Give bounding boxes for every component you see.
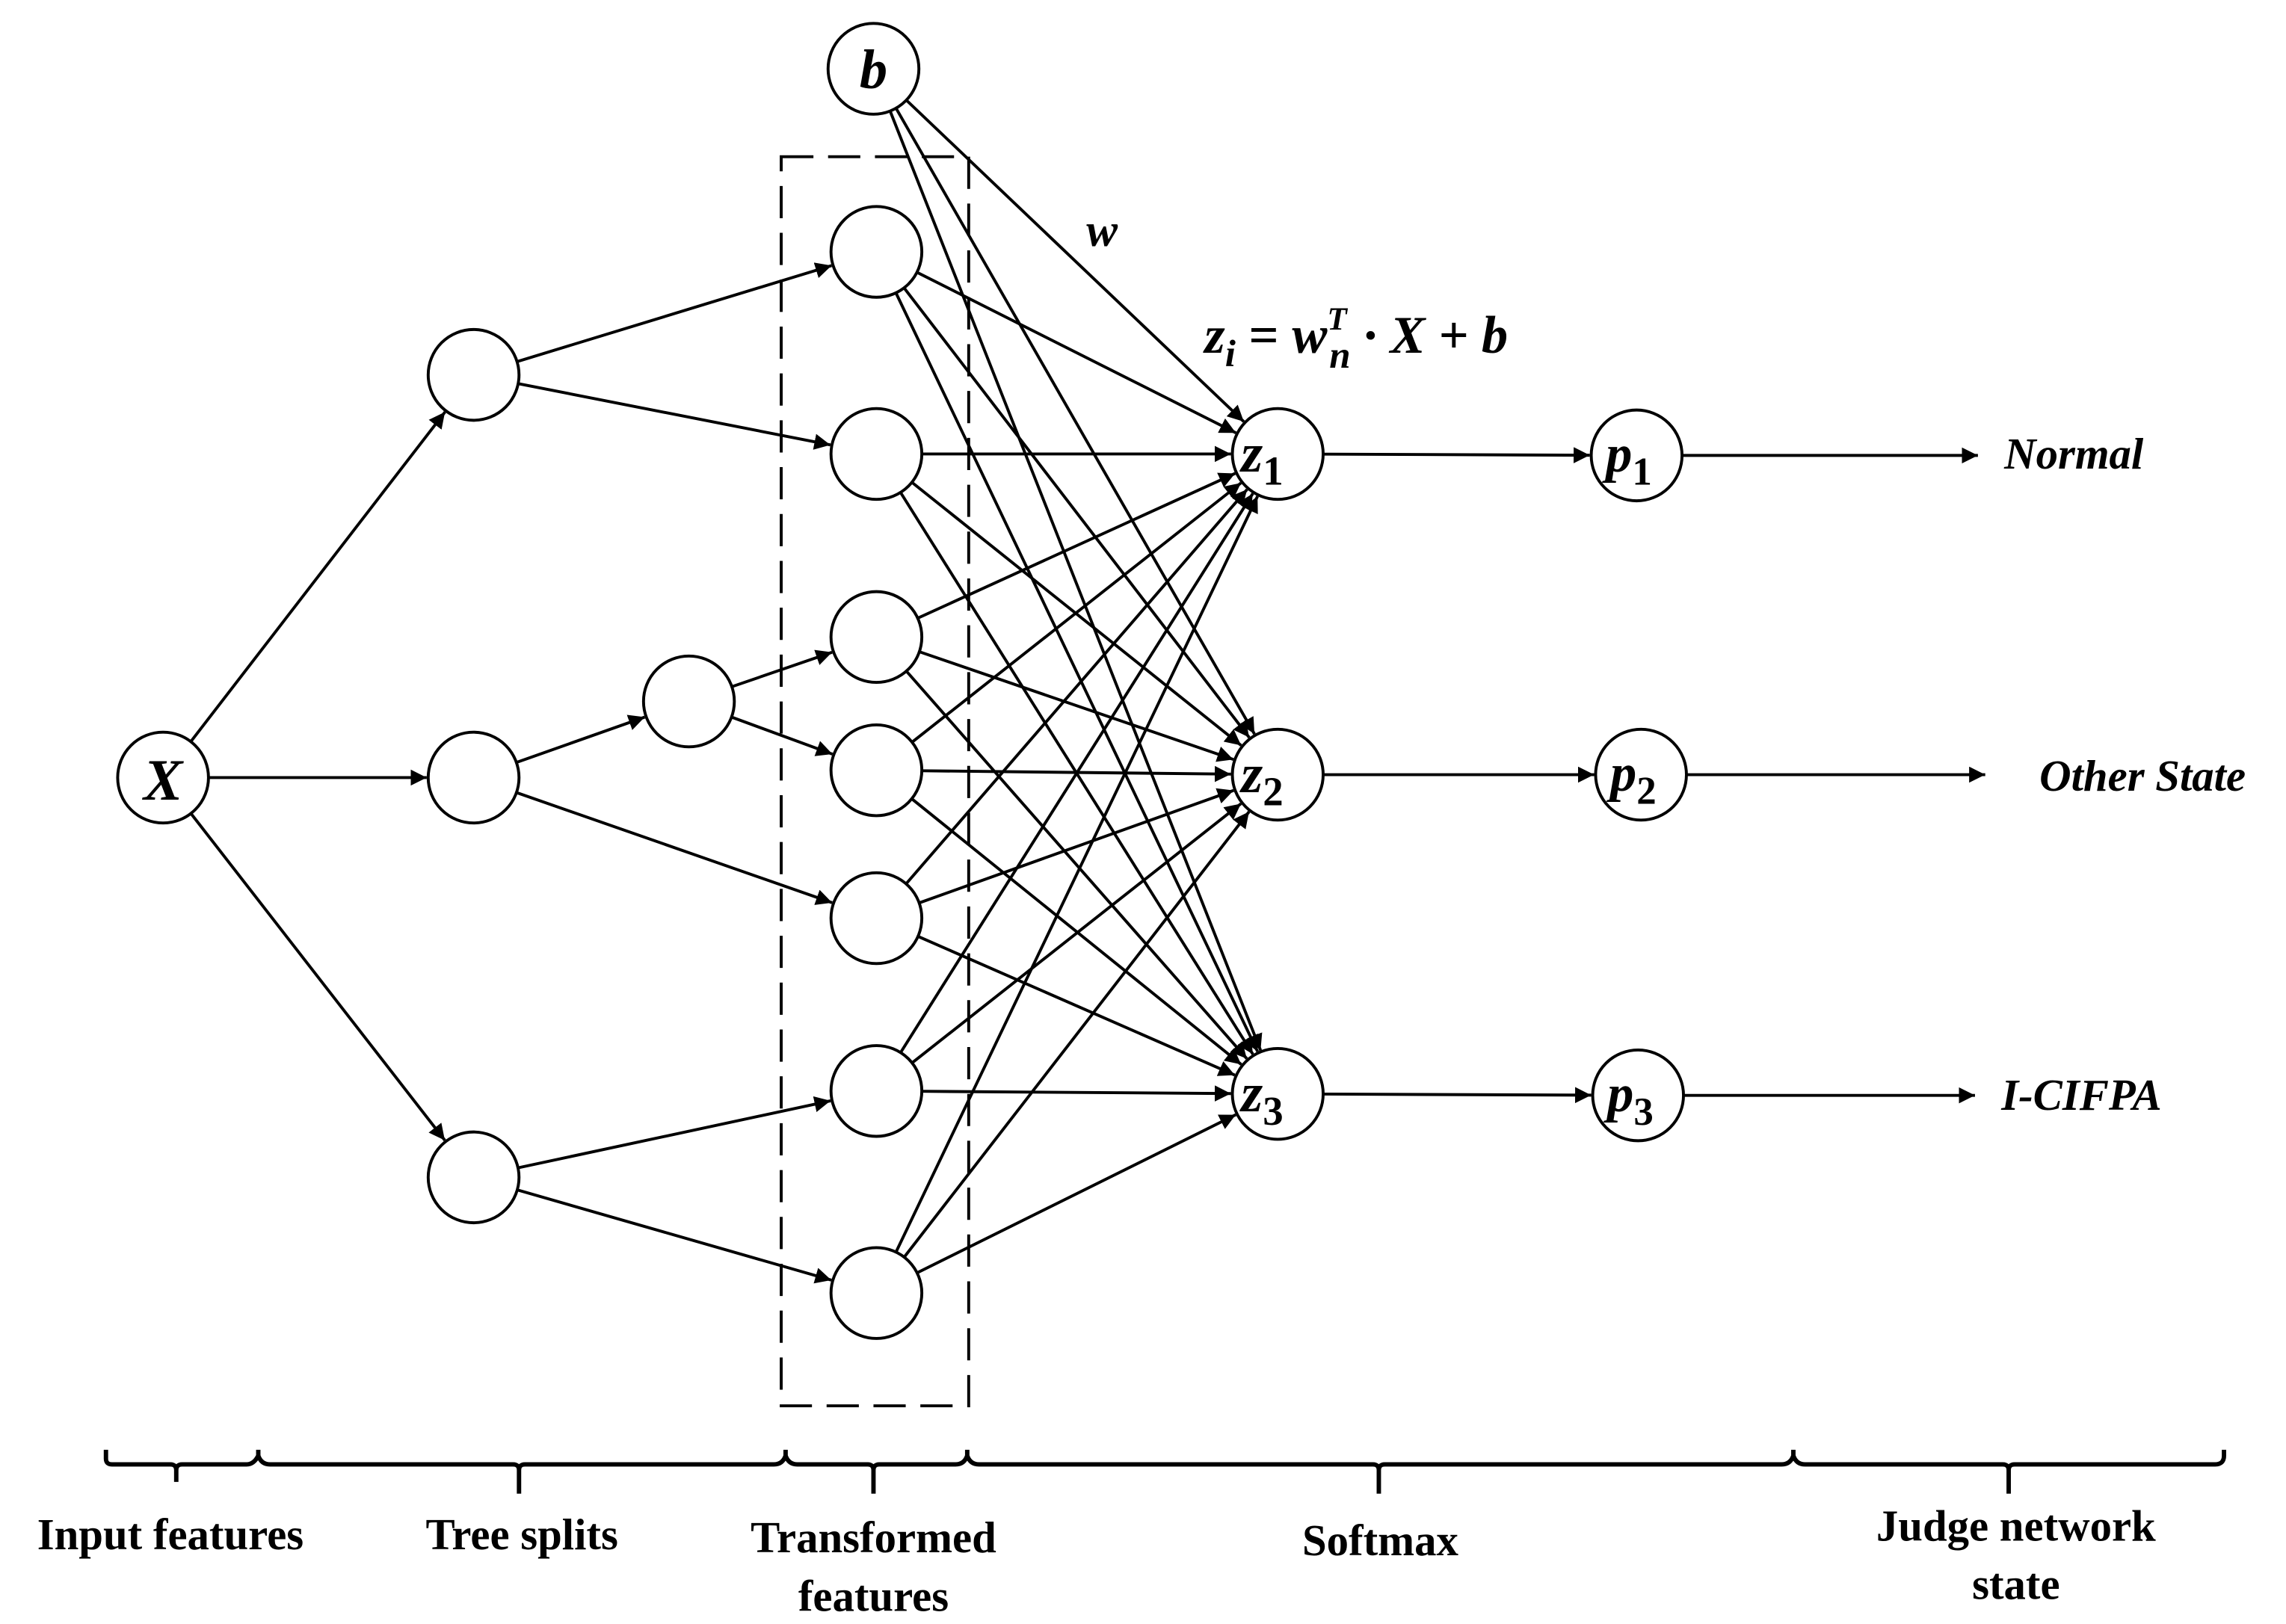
z2-base: z (1239, 744, 1263, 805)
svg-text:p3: p3 (1603, 1065, 1654, 1134)
input-node-label: X (142, 747, 184, 812)
edge-F5-Z1 (905, 488, 1248, 885)
z2-subscript: 2 (1263, 769, 1283, 815)
transformed-feature-node-6 (829, 1044, 924, 1138)
formula-z-subscript: i (1225, 333, 1236, 375)
svg-text:z3: z3 (1239, 1063, 1283, 1134)
edge-B-Z3 (888, 110, 1263, 1052)
edge-T4-F4 (730, 715, 834, 756)
edge-F1-Z1 (916, 271, 1237, 434)
tree-split-node-middle (426, 730, 521, 825)
z3-subscript: 3 (1263, 1088, 1283, 1134)
edge-B-Z2 (894, 107, 1256, 735)
stage-label-softmax: Softmax (1302, 1516, 1459, 1565)
edge-X-T3 (189, 812, 446, 1142)
stage-label-transformed-line1: Transformed (751, 1513, 996, 1562)
edge-F1-Z3 (894, 292, 1260, 1052)
p1-subscript: 1 (1632, 451, 1651, 494)
p3-subscript: 3 (1633, 1090, 1653, 1134)
formula-w: w (1292, 306, 1328, 365)
transformed-feature-node-7 (829, 1246, 924, 1340)
probability-node-p2: p2 (1594, 727, 1688, 822)
edge-F3-Z1 (916, 472, 1236, 620)
stage-label-judge-line2: state (1972, 1560, 2059, 1609)
z1-subscript: 1 (1263, 448, 1283, 494)
edge-T4-F3 (731, 649, 833, 688)
edge-X-T1 (189, 411, 446, 743)
tree-split-node-bottom (426, 1130, 521, 1225)
p2-base: p (1606, 744, 1636, 803)
edge-T2-F5 (516, 791, 833, 905)
edge-F1-Z2 (902, 287, 1251, 738)
z1-base: z (1239, 423, 1263, 484)
edge-F5-Z2 (918, 788, 1234, 904)
transformed-features-box (780, 155, 970, 1408)
edge-F6-Z3 (922, 1085, 1231, 1102)
edge-F4-Z1 (911, 481, 1242, 744)
p2-subscript: 2 (1636, 770, 1656, 813)
formula-w-superscript: T (1327, 302, 1348, 337)
output-label-i-cifpa: I-CIFPA (2000, 1071, 2161, 1120)
edge-F7-Z3 (916, 1113, 1236, 1274)
bias-node: b (826, 22, 921, 116)
svg-text:p1: p1 (1601, 425, 1652, 494)
stage-label-input-features: Input features (37, 1510, 304, 1559)
edge-T2-T4 (516, 714, 646, 765)
transformed-feature-node-4 (829, 723, 924, 818)
edge-F3-Z3 (905, 670, 1248, 1060)
stage-label-transformed-line2: features (798, 1572, 949, 1620)
softmax-node-z3: z3 (1230, 1046, 1325, 1141)
edge-T1-F2 (517, 382, 831, 450)
output-label-other-state: Other State (2039, 752, 2246, 800)
edge-F3-Z2 (919, 650, 1234, 762)
z3-base: z (1239, 1063, 1263, 1124)
stage-brace (103, 1449, 2226, 1494)
output-label-normal: Normal (2003, 430, 2144, 478)
stage-label-judge-line1: Judge network (1876, 1501, 2156, 1550)
softmax-node-z1: z1 (1230, 407, 1325, 501)
tree-split-node-top (426, 327, 521, 422)
probability-node-p1: p1 (1589, 408, 1684, 503)
edge-F5-Z3 (917, 935, 1236, 1077)
tree-split-node-inner (641, 654, 736, 749)
probability-node-p3: p3 (1591, 1048, 1685, 1143)
svg-text:z2: z2 (1239, 744, 1283, 815)
edge-T3-F7 (517, 1188, 832, 1284)
edge-T1-F1 (517, 262, 832, 363)
softmax-node-z2: z2 (1230, 727, 1325, 822)
transformed-feature-node-3 (829, 590, 924, 685)
edge-F7-Z2 (903, 810, 1251, 1259)
bias-node-label: b (860, 40, 887, 101)
weight-label: w (1086, 204, 1118, 256)
edge-B-Z1 (905, 99, 1245, 423)
formula-equals: = (1236, 306, 1292, 365)
p1-base: p (1601, 425, 1632, 484)
svg-text:z1: z1 (1239, 423, 1283, 494)
p3-base: p (1603, 1065, 1633, 1123)
transformed-feature-node-2 (829, 407, 924, 501)
edge-Z3-P3 (1323, 1087, 1592, 1104)
formula-w-subscript: n (1329, 335, 1350, 377)
edge-T3-F6 (517, 1096, 831, 1170)
edge-Z1-P1 (1323, 447, 1590, 463)
edge-F7-Z1 (894, 495, 1259, 1253)
stage-label-tree-splits: Tree splits (426, 1510, 618, 1559)
connection-edges (189, 99, 1985, 1284)
formula-rest: · X + b (1351, 306, 1509, 365)
transformed-feature-node-1 (829, 205, 924, 299)
input-node-x: X (116, 730, 210, 825)
transformed-feature-node-5 (829, 871, 924, 966)
edge-F6-Z1 (899, 493, 1254, 1054)
formula-z: z (1203, 306, 1225, 365)
svg-text:p2: p2 (1606, 744, 1657, 813)
edge-F6-Z2 (911, 802, 1242, 1064)
